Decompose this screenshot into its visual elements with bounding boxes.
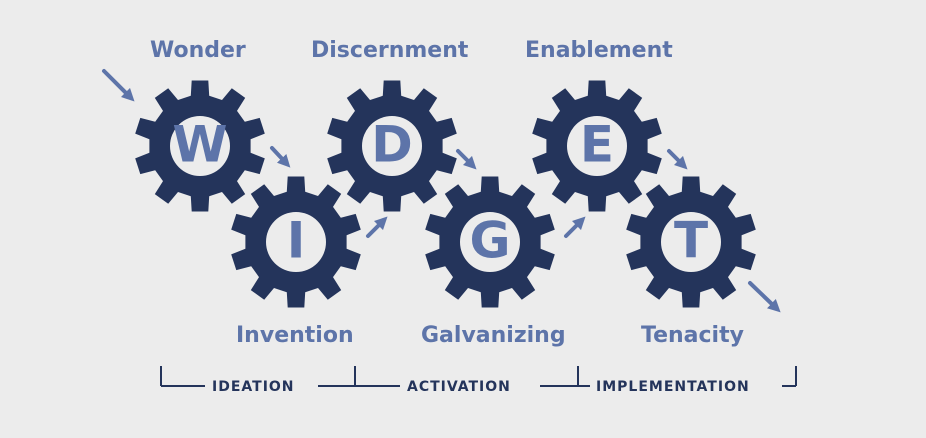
arrow-e-to-t-icon: [667, 149, 688, 170]
word-tenacity: Tenacity: [641, 323, 744, 348]
arrow-i-to-d-icon: [366, 216, 388, 238]
word-invention: Invention: [236, 323, 354, 348]
gear-body: [327, 80, 457, 212]
arrow-in-icon: [102, 69, 135, 102]
word-enablement: Enablement: [525, 38, 673, 63]
word-discernment: Discernment: [311, 38, 469, 63]
gear-letter-t: T: [674, 212, 708, 270]
gear-body: [532, 80, 662, 212]
gear-icon-galvanizing: G: [425, 176, 555, 308]
gear-letter-g: G: [469, 212, 510, 270]
arrow-g-to-e-icon: [564, 216, 586, 238]
gear-body: [626, 176, 756, 308]
gear-icon-wonder: W: [135, 80, 265, 212]
word-wonder: Wonder: [150, 38, 246, 63]
gear-letter-w: W: [172, 116, 227, 174]
phase-label-ideation: IDEATION: [212, 379, 295, 395]
gear-body: [425, 176, 555, 308]
gear-letter-i: I: [287, 212, 306, 270]
phase-label-implementation: IMPLEMENTATION: [596, 379, 750, 395]
gear-icon-enablement: E: [532, 80, 662, 212]
gear-body: [135, 80, 265, 212]
arrow-w-to-i-icon: [270, 146, 291, 168]
gear-icon-invention: I: [231, 176, 361, 308]
arrow-out-icon: [748, 281, 781, 313]
word-galvanizing: Galvanizing: [421, 323, 566, 348]
gear-body: [231, 176, 361, 308]
phase-label-activation: ACTIVATION: [407, 379, 511, 395]
gear-letter-e: E: [580, 116, 614, 174]
gear-icon-tenacity: T: [626, 176, 756, 308]
arrow-d-to-g-icon: [456, 149, 477, 170]
gear-icon-discernment: D: [327, 80, 457, 212]
gear-letter-d: D: [371, 116, 413, 174]
